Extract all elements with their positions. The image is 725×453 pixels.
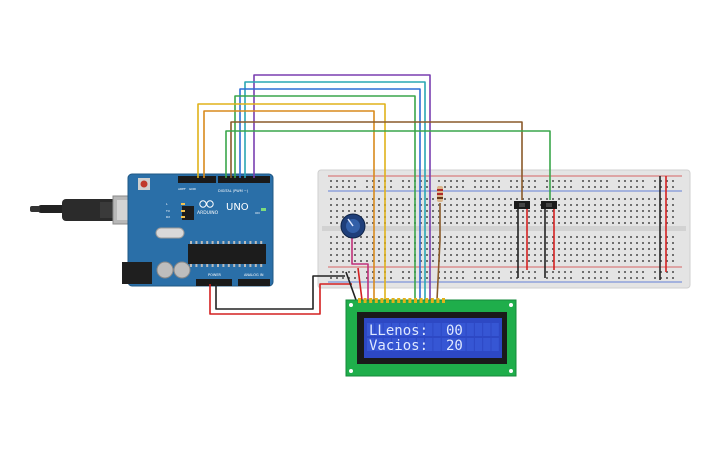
wire-teal — [244, 81, 426, 300]
wire-brown — [230, 121, 523, 200]
wire-green-1 — [234, 95, 416, 300]
wire-purple — [253, 74, 431, 300]
arduino-logo-icon — [199, 200, 214, 208]
rx-label: RX — [166, 215, 170, 219]
lcd-line1-value: 00 — [446, 323, 463, 339]
lcd-line2-label: Vacios: — [369, 338, 428, 354]
aref-label: AREF — [178, 187, 186, 191]
brand-label: ARDUINO — [197, 210, 219, 216]
lcd-line2-value: 20 — [446, 338, 463, 354]
analog-label: ANALOG IN — [244, 273, 264, 277]
pushbutton-icon[interactable] — [514, 201, 530, 209]
arduino-uno-board[interactable]: UNO ARDUINO DIGITAL (PWM ~) POWER ANALOG… — [122, 173, 274, 287]
on-label: ON — [255, 211, 260, 215]
wire-red-gnd — [209, 283, 352, 315]
power-label: POWER — [208, 273, 222, 277]
lcd-module: LLenos: 00 Vacios: 20 — [345, 298, 517, 377]
usb-cable-icon — [30, 195, 142, 225]
lcd-line1-label: LLenos: — [369, 323, 428, 339]
wire-red-lcd — [357, 267, 363, 301]
potentiometer-icon[interactable] — [340, 213, 366, 239]
wire-blue — [239, 88, 421, 300]
wires — [197, 74, 667, 315]
wire-brown-2 — [436, 203, 441, 301]
l-label: L — [166, 202, 168, 206]
reset-button[interactable] — [140, 180, 148, 188]
wire-green-2 — [225, 130, 551, 200]
wire-pink — [351, 236, 369, 300]
tx-label: TX — [165, 209, 170, 213]
wire-orange — [203, 110, 375, 300]
resistor-icon — [437, 186, 443, 202]
digital-label: DIGITAL (PWM ~) — [218, 189, 249, 193]
wire-yellow — [197, 103, 386, 300]
pushbutton-icon-2[interactable] — [541, 201, 557, 209]
model-label: UNO — [226, 202, 249, 213]
wire-black-lcd — [345, 271, 357, 301]
gnd-label: GND — [189, 187, 197, 191]
wire-black-gnd — [215, 275, 345, 310]
